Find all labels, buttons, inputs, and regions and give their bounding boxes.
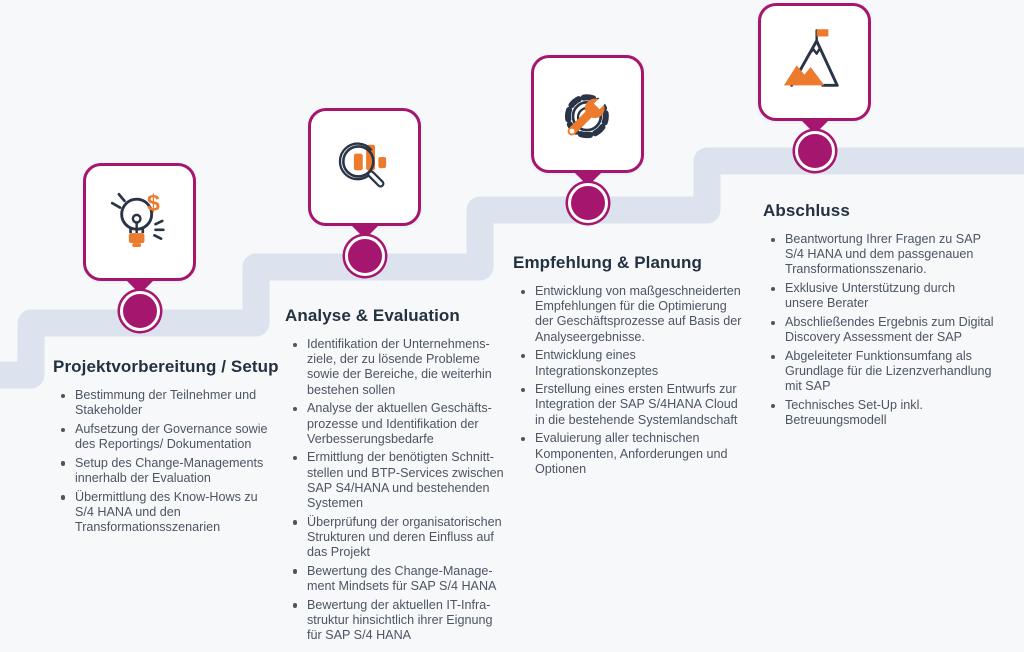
bullet-item: Analyse der aktuellen Geschäfts- prozess… xyxy=(285,401,517,447)
dollar-sign: $ xyxy=(146,190,159,216)
section-title: Analyse & Evaluation xyxy=(285,306,460,325)
step-4-icon-card xyxy=(758,3,871,121)
idea-lightbulb-dollar-icon: $ xyxy=(110,190,165,247)
step-3-icon-card xyxy=(531,55,644,173)
section-title: Abschluss xyxy=(763,201,850,220)
milestone-step-1: $ xyxy=(83,163,196,331)
timeline-node xyxy=(344,236,385,276)
bullet-list: Beantwortung Ihrer Fragen zu SAP S/4 HAN… xyxy=(763,232,1001,428)
bullet-item: Bewertung des Change-Manage- ment Mindse… xyxy=(285,564,517,594)
bullet-item: Technisches Set-Up inkl. Betreuungsmodel… xyxy=(763,398,1001,428)
pointer-triangle xyxy=(124,279,155,294)
bullet-list: Bestimmung der Teilnehmer und Stakeholde… xyxy=(53,388,285,535)
pointer-triangle xyxy=(349,224,380,239)
bullet-item: Bewertung der aktuellen IT-Infra- strukt… xyxy=(285,598,517,644)
step-2-icon-card xyxy=(308,108,421,226)
bullet-item: Setup des Change-Managements innerhalb d… xyxy=(53,456,285,486)
milestone-step-3 xyxy=(531,55,644,223)
bullet-list: Entwicklung von maßgeschneiderten Empfeh… xyxy=(513,284,751,477)
bullet-list: Identifikation der Unternehmens- ziele, … xyxy=(285,337,517,643)
bullet-item: Identifikation der Unternehmens- ziele, … xyxy=(285,337,517,398)
section-analyse-evaluation: Analyse & Evaluation Identifikation der … xyxy=(285,305,517,647)
bullet-item: Ermittlung der benötigten Schnitt- stell… xyxy=(285,450,517,511)
mountain-flag-icon xyxy=(783,29,839,87)
bullet-item: Entwicklung von maßgeschneiderten Empfeh… xyxy=(513,284,751,345)
timeline-node xyxy=(119,291,160,331)
bullet-item: Exklusive Unterstützung durch unsere Ber… xyxy=(763,281,1001,311)
section-title: Empfehlung & Planung xyxy=(513,253,702,272)
timeline-node xyxy=(567,183,608,223)
bullet-item: Abschließendes Ergebnis zum Digital Disc… xyxy=(763,315,1001,345)
milestone-step-2 xyxy=(308,108,421,276)
bullet-item: Entwicklung eines Integrationskonzeptes xyxy=(513,348,751,378)
bullet-item: Überprüfung der organisatorischen Strukt… xyxy=(285,515,517,561)
bullet-item: Bestimmung der Teilnehmer und Stakeholde… xyxy=(53,388,285,418)
timeline-node xyxy=(794,131,835,171)
section-empfehlung-planung: Empfehlung & Planung Entwicklung von maß… xyxy=(513,252,751,480)
pointer-triangle xyxy=(572,171,603,186)
section-abschluss: Abschluss Beantwortung Ihrer Fragen zu S… xyxy=(763,200,1001,432)
magnifier-bar-chart-icon xyxy=(338,142,386,188)
bullet-item: Aufsetzung der Governance sowie des Repo… xyxy=(53,422,285,452)
bullet-item: Evaluierung aller technischen Komponente… xyxy=(513,431,751,477)
pointer-triangle xyxy=(799,119,830,134)
step-1-icon-card: $ xyxy=(83,163,196,281)
bullet-item: Übermittlung des Know-Hows zu S/4 HANA u… xyxy=(53,490,285,536)
gear-wrench-icon xyxy=(564,94,609,139)
section-title: Projektvorbereitung / Setup xyxy=(53,357,279,376)
bullet-item: Beantwortung Ihrer Fragen zu SAP S/4 HAN… xyxy=(763,232,1001,278)
milestone-step-4 xyxy=(758,3,871,171)
section-projektvorbereitung-setup: Projektvorbereitung / Setup Bestimmung d… xyxy=(53,356,285,539)
bullet-item: Abgeleiteter Funktionsumfang als Grundla… xyxy=(763,349,1001,395)
bullet-item: Erstellung eines ersten Entwurfs zur Int… xyxy=(513,382,751,428)
